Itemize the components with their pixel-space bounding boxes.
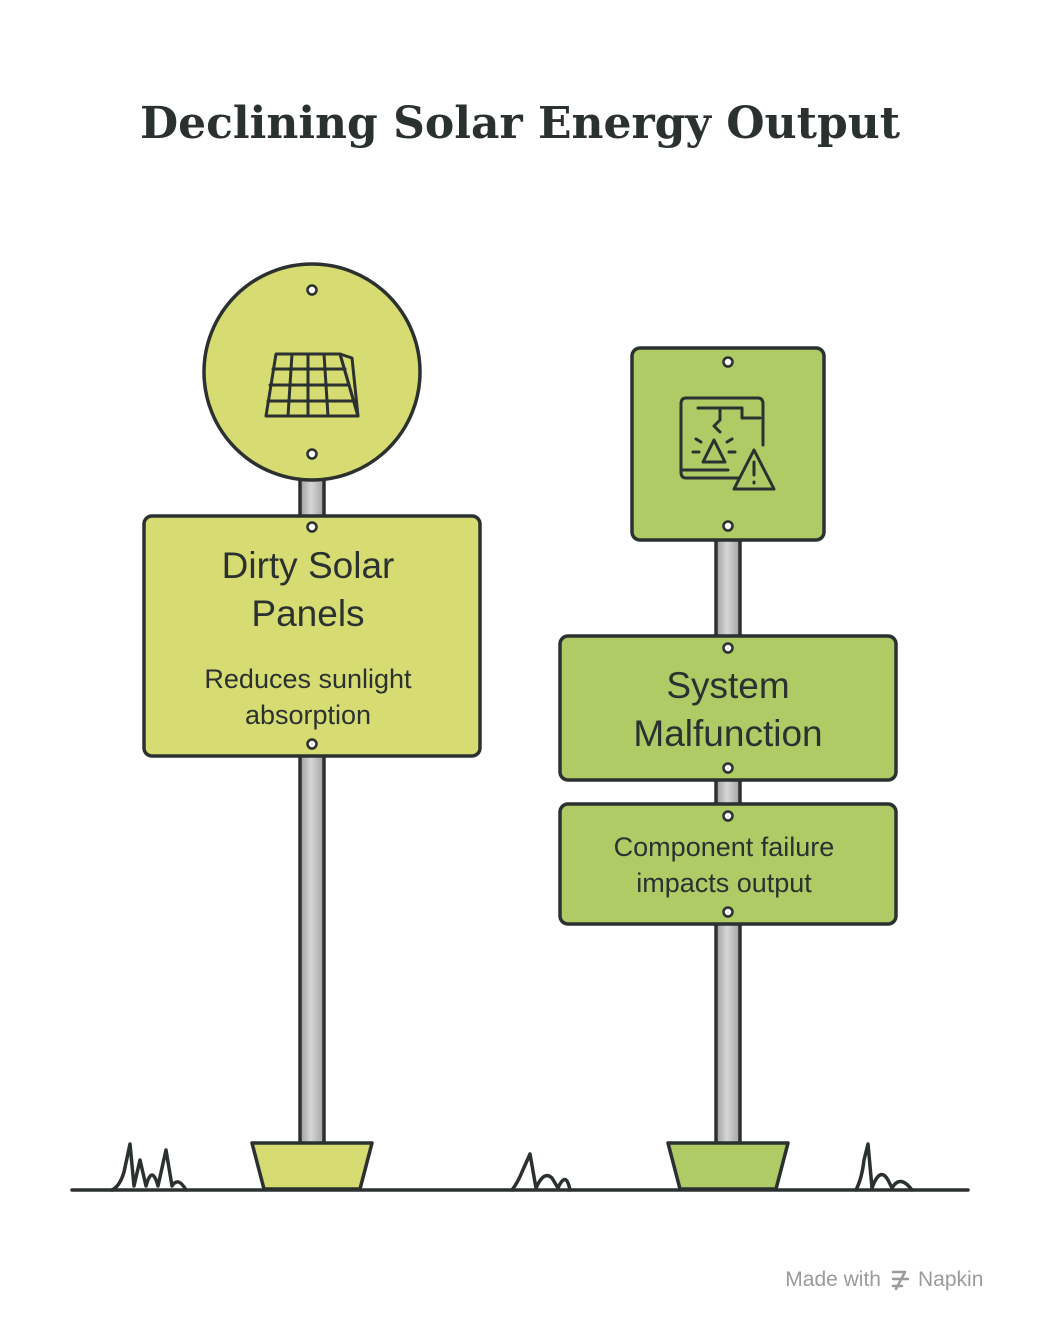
page-title: Declining Solar Energy Output xyxy=(140,98,901,149)
sign-heading: Panels xyxy=(251,593,364,634)
signpost-system-malfunction: System Malfunction Component failure imp… xyxy=(558,346,898,1191)
sign-base xyxy=(666,1141,790,1191)
napkin-logo-icon xyxy=(891,1270,910,1291)
sign-heading: Dirty Solar xyxy=(222,545,395,586)
footer-attribution: Made with Napkin xyxy=(785,1268,983,1291)
signpost-dirty-solar-panels: Dirty Solar Panels Reduces sunlight abso… xyxy=(142,262,482,1191)
grass-tuft xyxy=(854,1142,914,1192)
sign-base xyxy=(250,1141,374,1191)
made-with-label: Made with xyxy=(785,1268,881,1291)
icon-sign xyxy=(202,262,422,482)
description-sign: Component failure impacts output xyxy=(558,802,898,926)
system-warning-icon xyxy=(679,396,776,491)
sign-description: Reduces sunlight xyxy=(204,664,412,694)
icon-sign xyxy=(630,346,826,542)
sign-heading: Malfunction xyxy=(633,713,822,754)
heading-sign: System Malfunction xyxy=(558,634,898,782)
text-sign: Dirty Solar Panels Reduces sunlight abso… xyxy=(142,514,482,758)
sign-description: impacts output xyxy=(636,868,812,898)
grass-tuft xyxy=(510,1152,572,1192)
solar-panel-icon xyxy=(264,352,360,418)
ground xyxy=(70,1142,970,1192)
sign-description: absorption xyxy=(245,700,371,730)
sign-description: Component failure xyxy=(614,832,835,862)
sign-heading: System xyxy=(666,665,789,706)
napkin-brand-label: Napkin xyxy=(918,1268,983,1291)
grass-tuft xyxy=(110,1142,188,1192)
